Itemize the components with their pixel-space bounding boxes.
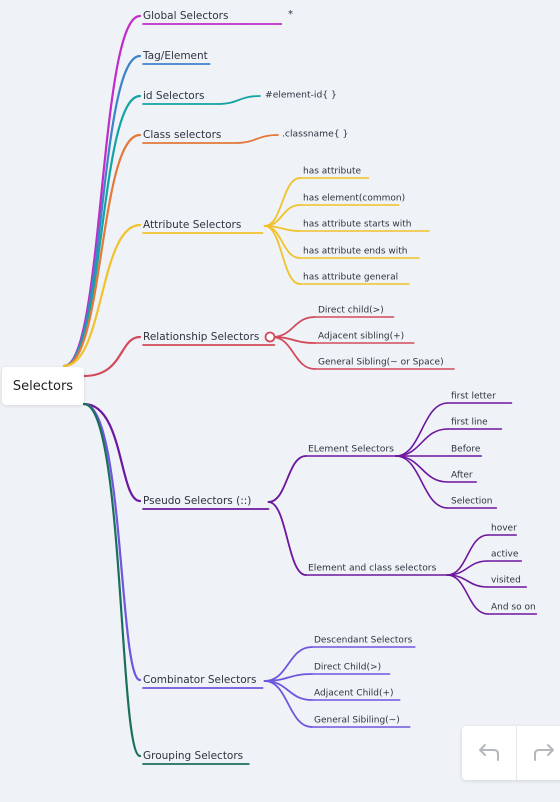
element-selectors-node-first-line[interactable]: first line [451, 418, 488, 428]
branch-global-selectors-connector [62, 14, 142, 368]
element-class-node-visited[interactable]: visited [491, 576, 521, 586]
combinator-connector-1 [263, 673, 313, 682]
branch-pseudo-selectors-label[interactable]: Pseudo Selectors (::) [143, 495, 251, 507]
class-to-child-connector [234, 134, 279, 144]
relationship-node-general-sibling-or-space[interactable]: General Sibling(~ or Space) [318, 358, 444, 368]
element-selectors-node-first-letter[interactable]: first letter [451, 392, 496, 402]
branch-relationship-selectors-label[interactable]: Relationship Selectors [143, 331, 259, 343]
element-class-connector-0 [446, 534, 489, 576]
combinator-node-descendant-selectors[interactable]: Descendant Selectors [314, 636, 413, 646]
redo-button[interactable] [517, 726, 560, 780]
attribute-connector-0 [263, 177, 301, 227]
attribute-node-has-attribute-starts-with[interactable]: has attribute starts with [303, 220, 412, 230]
branch-class-selectors-label[interactable]: Class selectors [143, 129, 221, 141]
combinator-node-direct-child[interactable]: Direct Child(>) [314, 663, 381, 673]
branch-relationship-selectors-connector [82, 335, 142, 378]
element-class-node-active[interactable]: active [491, 550, 519, 560]
node-classname[interactable]: .classname{ } [282, 129, 348, 140]
element-selectors-connector-4 [394, 455, 449, 509]
branch-grouping-selectors-connector [82, 402, 142, 758]
redo-icon [534, 744, 554, 761]
element-selectors-connector-1 [394, 428, 449, 457]
pseudo-sub-connector-1 [267, 501, 307, 576]
pseudo-sub-connector-0 [267, 455, 307, 503]
node-star[interactable]: * [288, 9, 293, 20]
attribute-connector-1 [263, 204, 301, 227]
branch-id-selectors-label[interactable]: id Selectors [143, 90, 205, 102]
element-selectors-connector-0 [394, 402, 449, 457]
relationship-node-direct-child[interactable]: Direct child(>) [318, 306, 384, 316]
branch-global-selectors-label[interactable]: Global Selectors [143, 10, 228, 22]
branch-tag-element-label[interactable]: Tag/Element [142, 50, 208, 62]
branch-combinator-selectors-label[interactable]: Combinator Selectors [143, 674, 256, 686]
collapse-toggle-icon[interactable] [264, 331, 276, 343]
relationship-node-adjacent-sibling[interactable]: Adjacent sibling(+) [318, 332, 404, 342]
root-node[interactable]: Selectors [2, 367, 84, 405]
id-to-child-connector [216, 95, 261, 105]
attribute-node-has-element-common[interactable]: has element(common) [303, 194, 405, 204]
branch-combinator-selectors-connector [82, 402, 142, 682]
element-selectors-connector-3 [394, 455, 449, 483]
branch-grouping-selectors-label[interactable]: Grouping Selectors [143, 750, 243, 762]
combinator-node-adjacent-child[interactable]: Adjacent Child(+) [314, 689, 394, 699]
element-class-connector-3 [446, 574, 489, 615]
root-label: Selectors [12, 378, 74, 394]
branch-attribute-selectors-connector [62, 223, 142, 368]
combinator-connector-2 [263, 680, 313, 701]
branch-id-selectors-connector [62, 94, 142, 368]
relationship-connector-0 [271, 316, 316, 338]
branch-pseudo-selectors-connector [82, 402, 142, 503]
element-class-node-hover[interactable]: hover [491, 524, 517, 534]
attribute-node-has-attribute-general[interactable]: has attribute general [303, 273, 398, 283]
element-selectors-node-before[interactable]: Before [451, 445, 481, 455]
relationship-connector-2 [271, 336, 316, 370]
attribute-node-has-attribute-ends-with[interactable]: has attribute ends with [303, 247, 407, 257]
pseudo-sub-element-and-class-selectors[interactable]: Element and class selectors [308, 563, 437, 574]
pseudo-sub-element-selectors[interactable]: ELement Selectors [308, 444, 394, 455]
branch-class-selectors-connector [62, 133, 142, 368]
combinator-connector-0 [263, 646, 313, 682]
branch-attribute-selectors-label[interactable]: Attribute Selectors [143, 219, 241, 231]
element-class-node-and-so-on[interactable]: And so on [491, 603, 536, 613]
undo-button[interactable] [462, 726, 517, 780]
element-selectors-node-after[interactable]: After [451, 471, 473, 481]
node-element-id[interactable]: #element-id{ } [265, 90, 337, 101]
combinator-node-general-sibiling[interactable]: General Sibiling(~) [314, 716, 400, 726]
element-selectors-node-selection[interactable]: Selection [451, 497, 492, 507]
attribute-connector-4 [263, 225, 301, 285]
combinator-connector-3 [263, 680, 313, 728]
history-toolbar [462, 726, 560, 780]
undo-icon [479, 744, 499, 761]
attribute-node-has-attribute[interactable]: has attribute [303, 167, 361, 177]
